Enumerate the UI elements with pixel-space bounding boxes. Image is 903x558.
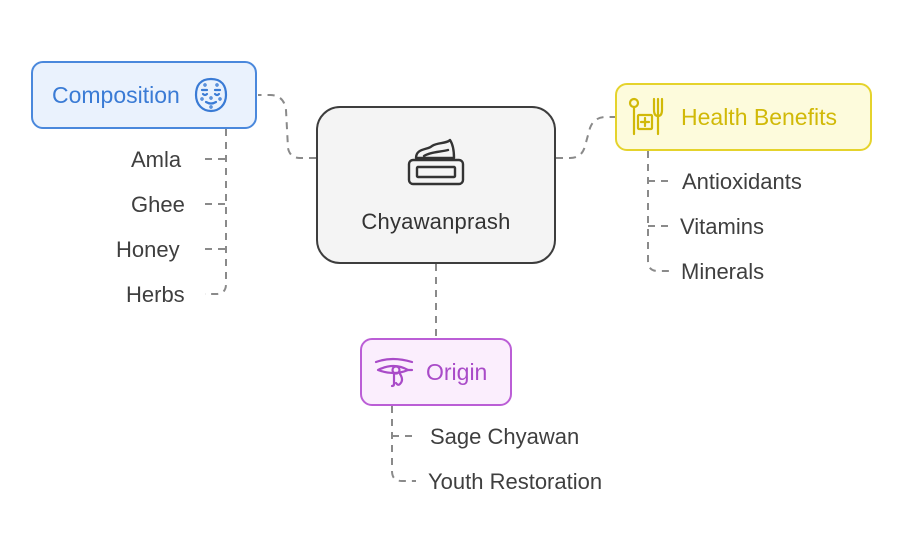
health-benefit-item: Antioxidants (682, 169, 802, 194)
face-mask-icon (194, 77, 228, 113)
origin-item: Youth Restoration (428, 469, 603, 494)
center-node: Chyawanprash (316, 106, 556, 264)
origin-trunk (391, 406, 416, 482)
center-label: Chyawanprash (361, 208, 511, 234)
composition-item: Amla (131, 147, 182, 172)
composition-item: Honey (116, 237, 180, 262)
health-benefits-node: Health Benefits (615, 83, 872, 151)
cream-jar-icon (404, 136, 468, 193)
health-benefit-item: Minerals (681, 259, 765, 284)
origin-label: Origin (426, 358, 488, 385)
origin-node: Origin (360, 338, 512, 406)
connector-center-composition (258, 94, 316, 159)
composition-item: Ghee (131, 192, 185, 217)
composition-node: Composition (31, 61, 257, 129)
connector-center-health (556, 116, 615, 159)
composition-trunk (205, 129, 227, 295)
health-benefit-item: Vitamins (680, 214, 764, 239)
health-trunk (647, 151, 670, 272)
health-benefits-label: Health Benefits (681, 103, 837, 130)
wellness-symbol-icon (627, 96, 667, 138)
origin-item: Sage Chyawan (430, 424, 580, 449)
composition-label: Composition (52, 81, 180, 108)
composition-item: Herbs (126, 282, 185, 307)
eye-of-horus-icon (374, 356, 414, 388)
